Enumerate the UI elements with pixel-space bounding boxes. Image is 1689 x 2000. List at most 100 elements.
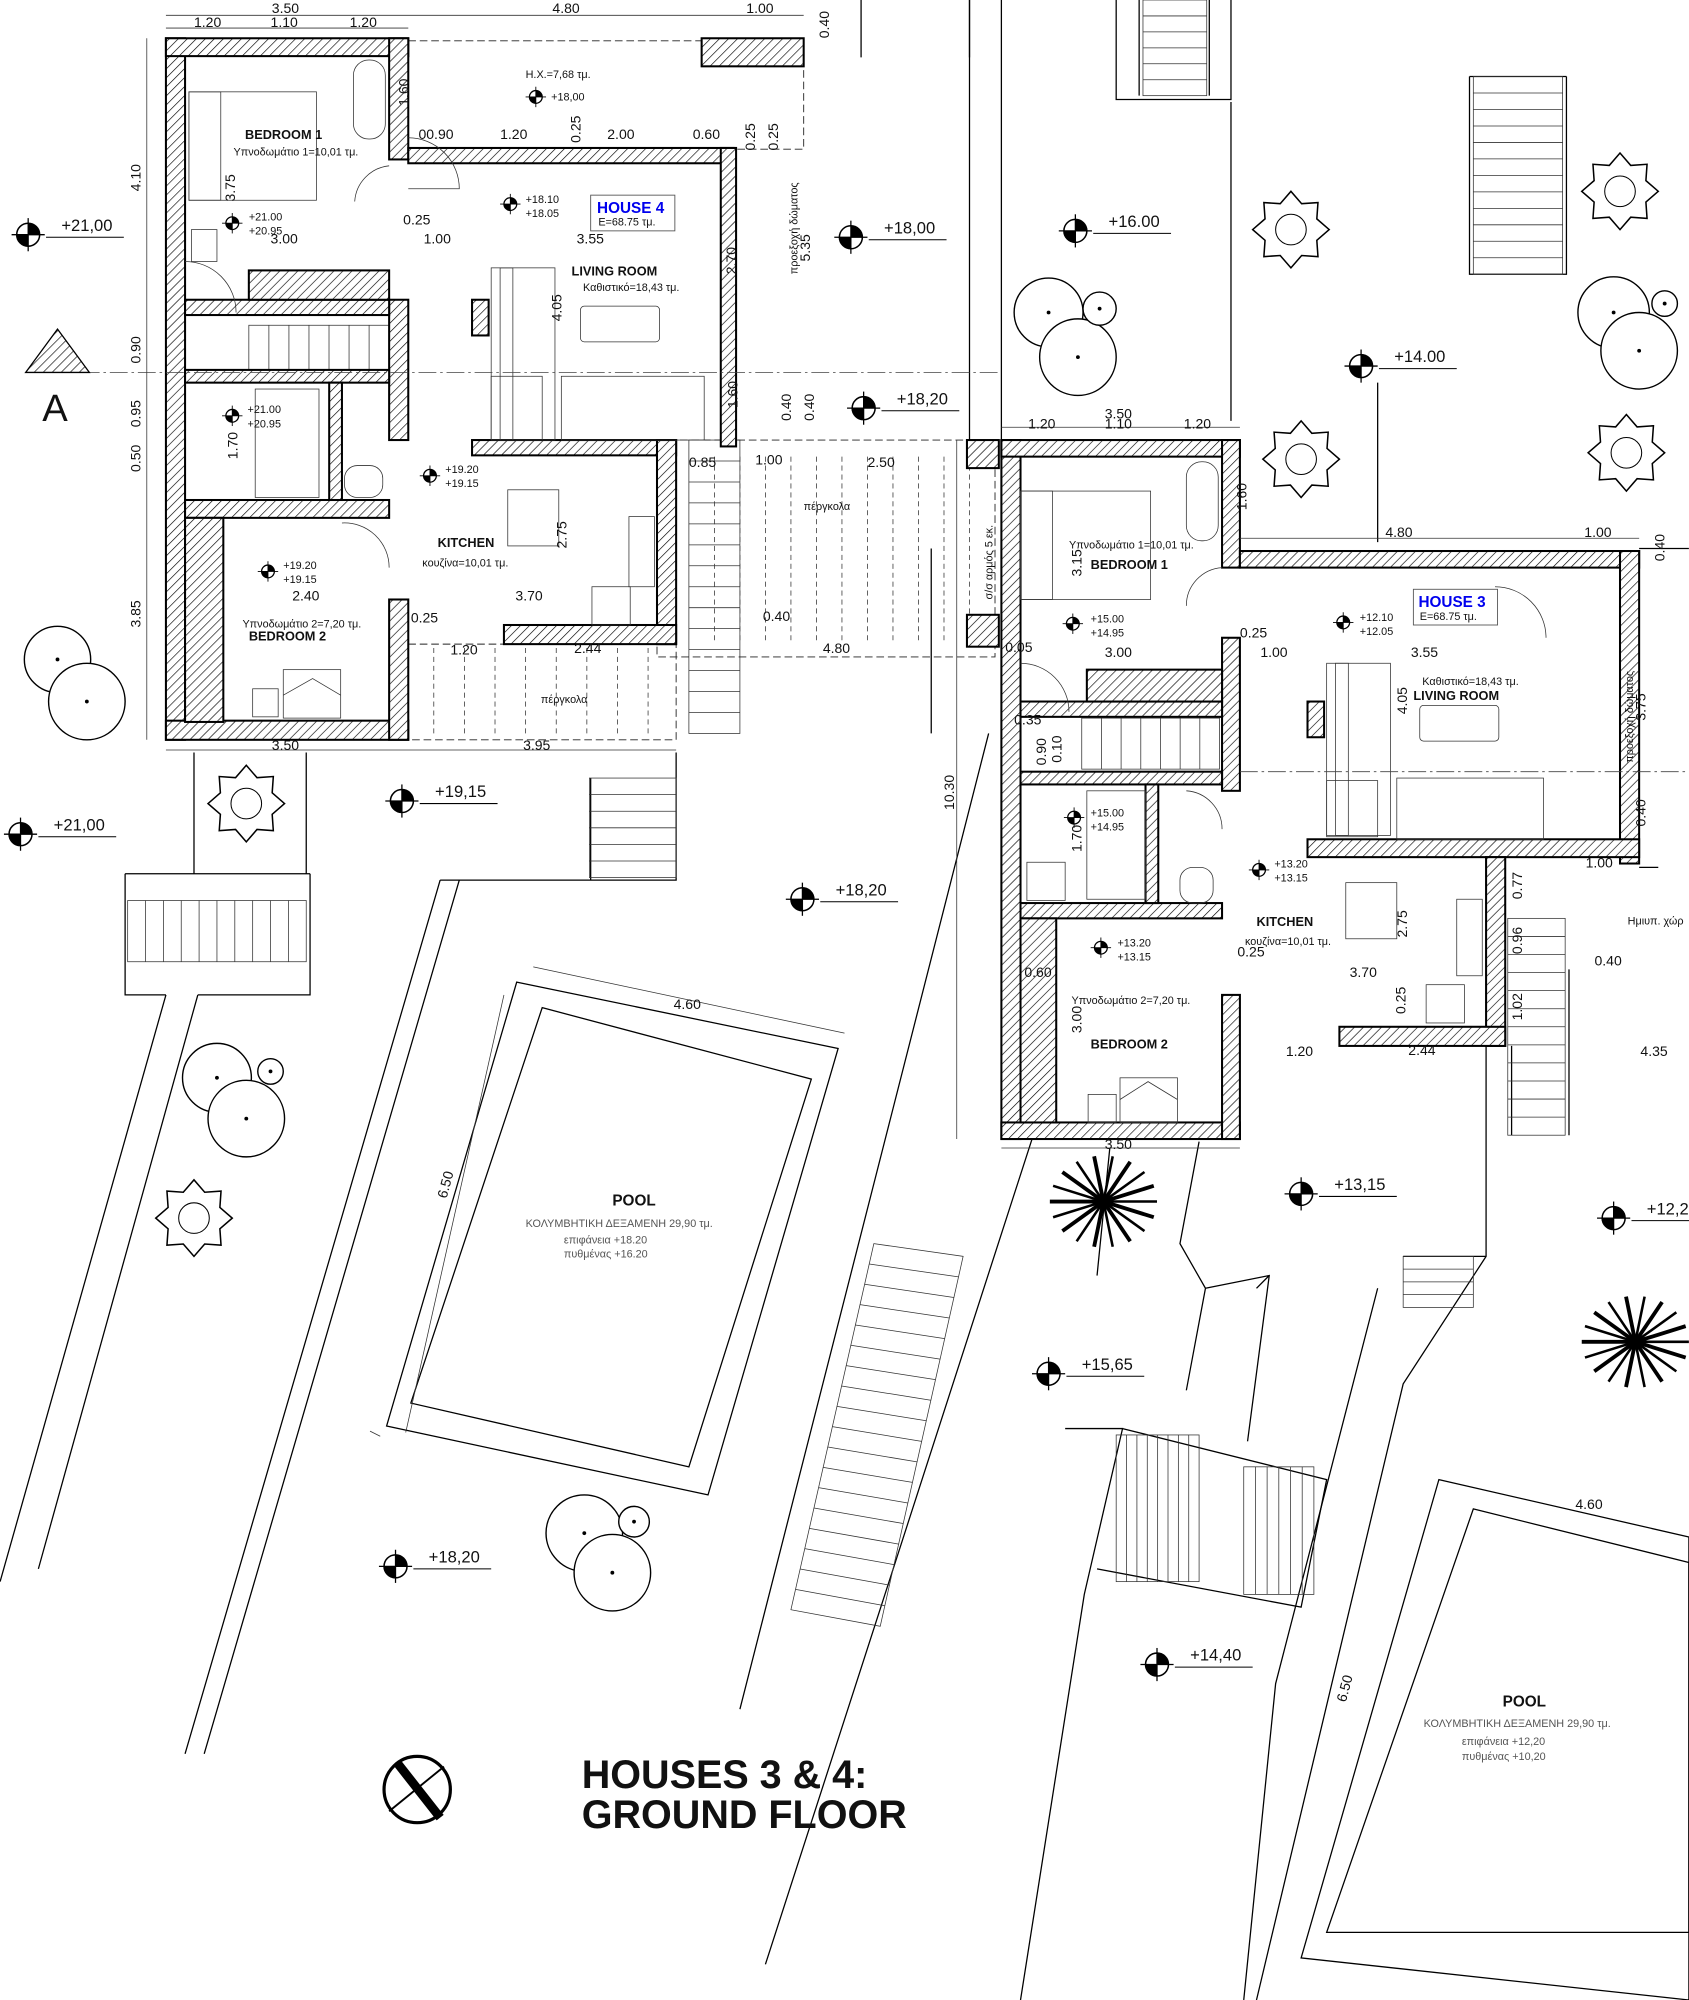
level-marker: +18,20: [785, 880, 899, 917]
dimension-label: 3.75: [1633, 693, 1649, 720]
pergola2-outline: [407, 643, 677, 741]
dimension-label: 2.70: [723, 247, 739, 274]
wall: [1000, 439, 1241, 458]
dimension-label: 3.85: [127, 600, 143, 627]
dimension-label: 1.00: [424, 231, 451, 247]
dimension-label: 1.00: [1586, 854, 1613, 870]
dimension-label: 0.40: [801, 393, 817, 420]
shrub-icon: [154, 1178, 234, 1258]
level-value: +12.05: [1360, 626, 1393, 638]
pergola-label: πέργκολα: [541, 694, 587, 706]
pool-1-name: POOL: [612, 1192, 655, 1209]
dimension-label: 4.35: [1640, 1043, 1667, 1059]
pool-1-desc: ΚΟΛΥΜΒΗΤΙΚΗ ΔΕΞΑΜΕΝΗ 29,90 τμ.: [526, 1218, 713, 1230]
dimension-label: 3.00: [1069, 1006, 1085, 1033]
furniture: [188, 59, 705, 719]
dimension-label: 4.10: [127, 164, 143, 191]
level-marker: +15,65: [1031, 1355, 1145, 1392]
wall: [1221, 636, 1241, 792]
dimension-label: 0.05: [1005, 639, 1032, 655]
dimension-label: 4.80: [1385, 524, 1412, 540]
house-4-label: HOUSE 4: [597, 200, 665, 217]
level-value: +14.95: [1091, 821, 1124, 833]
dimension-label: 1.60: [724, 381, 740, 408]
level-marker: +18,20: [846, 389, 960, 426]
staircase: [790, 1243, 964, 1627]
level-value: +13.20: [1117, 937, 1150, 949]
wall: [407, 146, 735, 165]
dimension-label: 0.85: [689, 454, 716, 470]
level-markers: +21,00+21,00+18,00+16.00+14.00+18,20+19,…: [3, 212, 1689, 1682]
dimension-label: 1.60: [395, 78, 411, 105]
wall: [388, 37, 410, 161]
dimension-label: 1.60: [1233, 483, 1249, 510]
door-swings: [1020, 567, 1547, 830]
wall: [1238, 550, 1641, 569]
tree-icon: [257, 1057, 284, 1085]
dimension-label: 4.05: [1394, 687, 1410, 714]
dimension-label: 0.40: [1594, 953, 1621, 969]
level-value: +15,65: [1082, 1355, 1133, 1374]
dimension-label: 3.00: [1105, 644, 1132, 660]
expansion-joint-label: σ/σ αρμός 5 εκ.: [983, 525, 995, 600]
pool-2-surface: επιφάνεια +12,20: [1462, 1736, 1545, 1748]
bedroom-2-area: Υπνοδωμάτιο 2=7,20 τμ.: [242, 619, 361, 631]
dimension-label: 00.90: [418, 126, 453, 142]
pool-1-bottom: πυθμένας +16.20: [564, 1249, 648, 1261]
stairs: [127, 0, 1566, 1627]
palm-tree-icon: [1581, 1296, 1689, 1388]
shrub-icon: [1580, 151, 1660, 231]
bedroom-1-area: Υπνοδωμάτιο 1=10,01 τμ.: [1069, 539, 1194, 551]
house-3-labels: HOUSE 3 E=68.75 τμ. Υπνοδωμάτιο 1=10,01 …: [1061, 539, 1684, 1051]
roof-projection: προεξοχή δώματος: [788, 182, 800, 274]
level-value: +14,40: [1190, 1646, 1241, 1665]
house-4-plan: [164, 37, 996, 741]
shrub-icon: [1251, 190, 1331, 270]
level-value: +19.20: [283, 560, 316, 572]
dimension-label: 4.05: [548, 294, 564, 321]
dimension-label: 1.70: [224, 432, 240, 459]
bedroom-1-name: BEDROOM 1: [245, 127, 322, 142]
dimension-label: 1.10: [1105, 416, 1132, 432]
dimension-label: 1.20: [350, 14, 377, 30]
level-value: +20.95: [249, 226, 282, 238]
dimension-label: 1.00: [746, 0, 773, 16]
level-value: +19.15: [445, 478, 478, 490]
wall: [1221, 993, 1241, 1141]
tree-icon: [1651, 290, 1679, 318]
level-value: +21.00: [248, 404, 281, 416]
level-value: +18.10: [526, 194, 559, 206]
dimension-label: 3.95: [523, 737, 550, 753]
dimension-label: 2.40: [292, 588, 319, 604]
staircase: [1115, 1434, 1200, 1583]
section-marker: A: [24, 328, 91, 430]
staircase: [589, 777, 677, 878]
tree-icon: [1038, 318, 1117, 397]
level-marker: +14,40: [1139, 1646, 1253, 1682]
roof-projection: προεξοχή δώματος: [1624, 671, 1636, 763]
dimension-label: 1.20: [500, 126, 527, 142]
pool-1: 4.60 6.50 POOL ΚΟΛΥΜΒΗΤΙΚΗ ΔΕΞΑΜΕΝΗ 29,9…: [369, 966, 845, 1496]
dimension-label: 3.55: [577, 231, 604, 247]
wall: [164, 37, 187, 741]
level-marker: +16.00: [1058, 212, 1172, 249]
dimension-label: 0.10: [1048, 735, 1064, 762]
dimension-label: 1.00: [1584, 524, 1611, 540]
dimension-label: 3.75: [222, 174, 238, 201]
kitchen-area: κουζίνα=10,01 τμ.: [422, 557, 508, 569]
level-marker: +19,15: [384, 782, 498, 819]
wall: [328, 381, 343, 502]
living-room-area: Καθιστικό=18,43 τμ.: [583, 282, 679, 294]
wall: [700, 37, 805, 68]
wall: [1144, 783, 1160, 905]
wall: [1618, 550, 1641, 865]
living-room-name: LIVING ROOM: [1413, 688, 1499, 703]
dimension-label: 1.70: [1069, 825, 1085, 852]
level-value: +14.95: [1091, 627, 1124, 639]
level-value: +19,15: [435, 782, 486, 801]
trees: [23, 151, 1689, 1612]
dimension-label: 3.50: [1105, 405, 1132, 421]
living-room-area: Καθιστικό=18,43 τμ.: [1422, 676, 1518, 688]
wardrobe: [1085, 668, 1224, 703]
wardrobe: [1019, 917, 1058, 1124]
